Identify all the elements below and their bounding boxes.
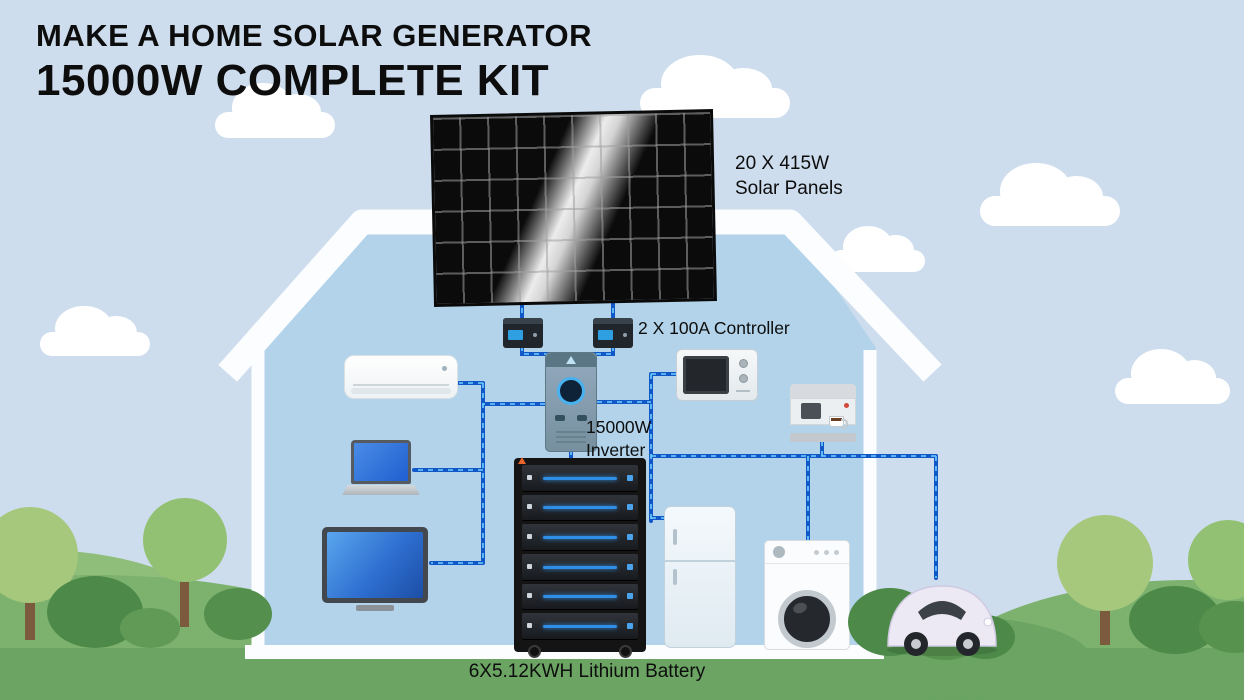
washer-button (834, 550, 839, 555)
battery-label: 6X5.12KWH Lithium Battery (468, 661, 706, 682)
solar-panels-label-line1: 20 X 415W (735, 153, 829, 174)
battery-module (522, 465, 638, 492)
battery-brand-icon (518, 457, 526, 464)
solar-panels-label: 20 X 415W Solar Panels (735, 152, 843, 201)
battery-wheel (619, 645, 632, 658)
controller-screen (508, 330, 523, 340)
tv-frame (322, 527, 428, 603)
laptop-base (342, 485, 420, 495)
microwave-door (683, 356, 729, 394)
air-conditioner-icon (344, 355, 458, 399)
washer-button (824, 550, 829, 555)
washer-panel (765, 541, 849, 564)
charge-controller-icon (503, 318, 543, 348)
inverter-label: 15000W Inverter (586, 416, 651, 462)
laptop-screen (351, 440, 411, 484)
washing-machine-icon (764, 540, 850, 650)
battery-module (522, 613, 638, 641)
controller-label: 2 X 100A Controller (638, 318, 790, 338)
battery-module (522, 554, 638, 581)
coffee-base (790, 433, 856, 442)
battery-module (522, 583, 638, 611)
inverter-button (577, 415, 587, 421)
cloud-icon (830, 225, 925, 272)
controller-top (593, 318, 633, 324)
bush-icon (204, 588, 272, 640)
solar-panels-label-line2: Solar Panels (735, 177, 843, 199)
ac-flap (351, 388, 451, 394)
microwave-icon (676, 349, 758, 401)
cloud-icon (980, 163, 1120, 226)
cloud-icon (215, 83, 335, 138)
page-title: MAKE A HOME SOLAR GENERATOR 15000W COMPL… (36, 18, 592, 106)
inverter-button (555, 415, 565, 421)
coffee-cup (829, 416, 848, 429)
inverter-logo-icon (566, 356, 576, 364)
fridge-door-split (665, 560, 735, 563)
bush-icon (120, 608, 180, 648)
tv-stand (356, 605, 394, 611)
laptop-icon (342, 440, 420, 500)
cloud-icon (40, 305, 150, 356)
inverter-label-line1: 15000W (586, 417, 652, 437)
microwave-handle (736, 390, 750, 392)
bush-icon (1129, 586, 1221, 654)
tree-icon (1188, 520, 1244, 600)
tv-monitor-icon (322, 527, 428, 613)
bush-icon (1199, 601, 1244, 653)
washer-door (778, 590, 836, 648)
inverter-vent (556, 429, 586, 443)
battery-module (522, 524, 638, 552)
tv-screen (327, 532, 423, 598)
charge-controller-icon (593, 318, 633, 348)
ac-indicator (442, 366, 447, 371)
washer-knob (773, 546, 785, 558)
fridge-handle (673, 568, 677, 585)
inverter-label-line2: Inverter (586, 439, 646, 460)
tree-icon (0, 507, 78, 603)
refrigerator-icon (664, 506, 736, 648)
electric-car-icon (882, 570, 1002, 663)
microwave-dial (739, 374, 748, 383)
microwave-dial (739, 359, 748, 368)
coffee-grouphead (801, 403, 821, 419)
bush-icon (47, 576, 143, 648)
inverter-display (557, 377, 585, 405)
ac-vent (353, 384, 449, 386)
title-line-1: MAKE A HOME SOLAR GENERATOR (36, 18, 593, 53)
inverter-icon (545, 352, 597, 452)
cloud-icon (1115, 349, 1230, 404)
fridge-handle (673, 529, 677, 546)
coffee-tank (790, 384, 856, 398)
controller-top (503, 318, 543, 324)
controller-led (623, 333, 627, 337)
coffee-maker-icon (790, 384, 856, 442)
washer-button (814, 550, 819, 555)
battery-module (522, 494, 638, 522)
battery-wheel (528, 645, 541, 658)
tree-icon (1057, 515, 1153, 611)
coffee-button (844, 403, 849, 408)
controller-led (533, 333, 537, 337)
battery-rack-icon (514, 457, 646, 658)
tree-icon (143, 498, 227, 582)
controller-screen (598, 330, 613, 340)
title-line-2: 15000W COMPLETE KIT (36, 55, 550, 105)
